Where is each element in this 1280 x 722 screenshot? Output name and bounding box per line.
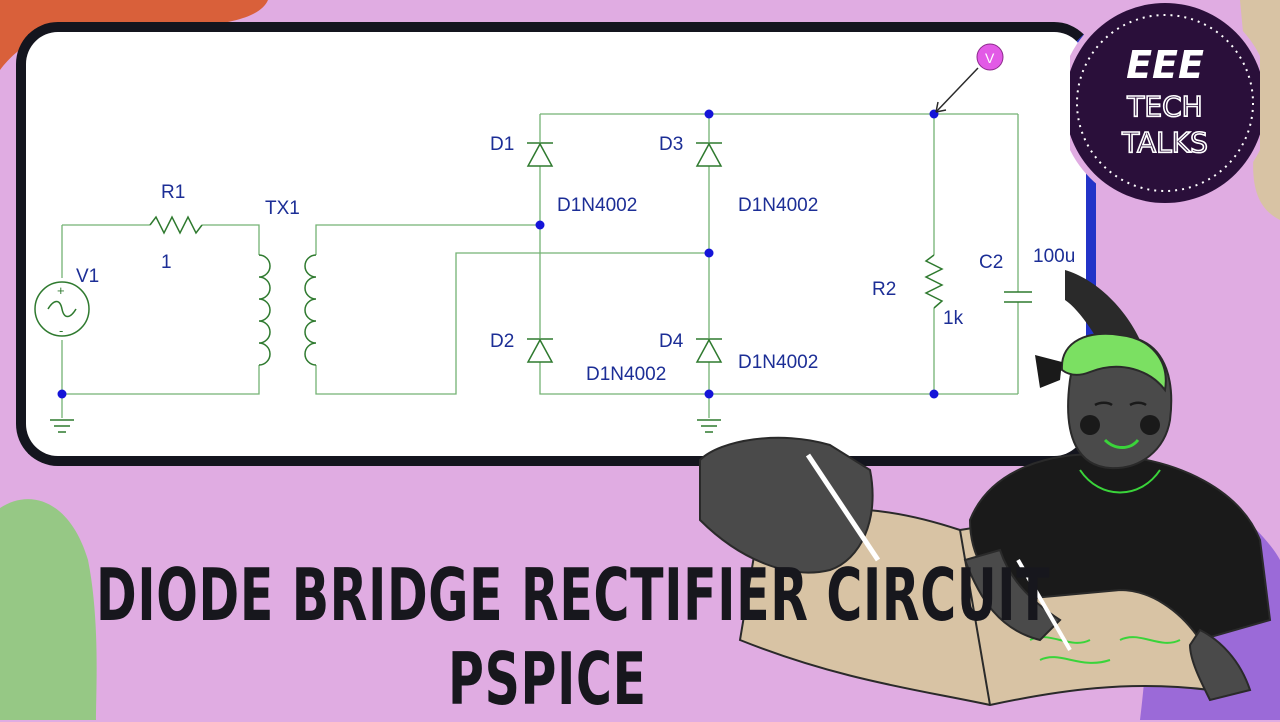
probe-label: V (985, 50, 995, 66)
r2-value: 1k (943, 308, 964, 329)
c2-value: 100u (1033, 246, 1075, 267)
v1-plus: + (57, 283, 65, 298)
student-studying-illustration (699, 270, 1272, 707)
logo-line1: EEE (1126, 43, 1204, 87)
eee-tech-talks-logo: EEE TECH TALKS (1070, 0, 1260, 209)
diode-d3: D3 D1N4002 (659, 134, 818, 216)
diode-d1: D1 D1N4002 (490, 134, 637, 216)
d2-model: D1N4002 (586, 364, 666, 385)
r1-value: 1 (161, 252, 172, 273)
ground-symbol-left (50, 419, 74, 433)
d3-model: D1N4002 (738, 195, 818, 216)
student-hair (1060, 332, 1167, 393)
title-line1: DIODE BRIDGE RECTIFIER CIRCUIT (96, 553, 1051, 637)
c2-label: C2 (979, 252, 1003, 273)
resistor-r2: R2 1k (872, 254, 964, 329)
logo-line2: TECH (1126, 90, 1202, 123)
junction-dots (57, 109, 939, 399)
transformer-tx1: TX1 (258, 198, 317, 366)
capacitor-c2: C2 100u (979, 246, 1075, 303)
v1-minus: - (59, 323, 63, 338)
diode-d2: D2 D1N4002 (490, 331, 666, 385)
ground-symbol-bridge (697, 419, 721, 433)
bridge-rectifier-schematic: + - V1 R1 1 TX1 D1 D1N4002 D2 D1N4 (34, 43, 1075, 433)
logo-line3: TALKS (1121, 126, 1208, 159)
tx1-label: TX1 (265, 198, 300, 219)
d1-model: D1N4002 (557, 195, 637, 216)
r2-label: R2 (872, 279, 896, 300)
v1-label: V1 (76, 266, 99, 287)
schematic-panel: + - V1 R1 1 TX1 D1 D1N4002 D2 D1N4 (16, 22, 1096, 466)
green-blob-shape (0, 499, 97, 720)
d2-label: D2 (490, 331, 514, 352)
title-line2: PSPICE (448, 637, 647, 721)
resistor-r1: R1 1 (149, 182, 203, 273)
voltage-probe-icon: V (935, 43, 1004, 113)
d1-label: D1 (490, 134, 514, 155)
r1-label: R1 (161, 182, 185, 203)
d3-label: D3 (659, 134, 683, 155)
orange-corner-shape (0, 0, 268, 70)
d4-model: D1N4002 (738, 352, 818, 373)
diode-d4: D4 D1N4002 (659, 331, 818, 373)
ac-source-v1: + - V1 (34, 266, 99, 338)
d4-label: D4 (659, 331, 684, 352)
